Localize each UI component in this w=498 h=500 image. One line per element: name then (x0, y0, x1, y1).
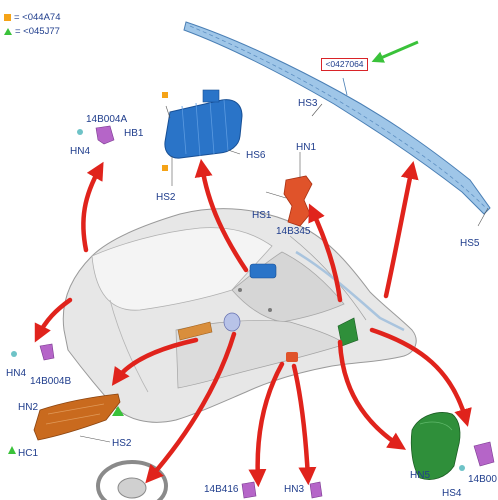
orange-marker-hs2 (162, 165, 168, 171)
label-hn4-top[interactable]: HN4 (70, 146, 91, 157)
legend-new-text: = <044A74 (14, 12, 61, 23)
label-14b004a[interactable]: 14B004A (86, 114, 128, 125)
label-hn5[interactable]: HN5 (410, 470, 431, 481)
arrow-to-steering-wheel (145, 331, 237, 484)
arrow-to-seat-airbag (337, 339, 407, 450)
vehicle-body (62, 208, 417, 423)
part-callout-box[interactable]: <0427064 (321, 58, 368, 71)
legend-row-superseded: = <045J77 (4, 26, 60, 37)
arrow-to-14b345 (308, 203, 343, 303)
seat-side-airbag (410, 412, 461, 480)
restraints-control-module (265, 152, 313, 227)
label-hs2-bottom[interactable]: HS2 (112, 438, 132, 449)
label-14b004b[interactable]: 14B004B (30, 376, 72, 387)
label-14b416[interactable]: 14B416 (204, 484, 239, 495)
arrow-to-14b00x (369, 327, 472, 427)
knee-airbag (33, 393, 124, 443)
green-marker-hc1 (8, 446, 16, 454)
arrow-to-14b004b (34, 297, 73, 343)
arrow-to-knee-airbag (111, 337, 199, 386)
legend-superseded-text: = <045J77 (15, 26, 60, 37)
label-hn3[interactable]: HN3 (284, 484, 305, 495)
label-14b00x[interactable]: 14B00 (468, 474, 497, 485)
label-hs1[interactable]: HS1 (252, 210, 272, 221)
label-hn1[interactable]: HN1 (296, 142, 317, 153)
relationship-arrows (34, 158, 472, 488)
label-hn2[interactable]: HN2 (18, 402, 39, 413)
curtain-airbag (183, 21, 491, 227)
label-hs2-top[interactable]: HS2 (156, 192, 176, 203)
callout-pointer-arrow (371, 40, 419, 63)
legend-row-new: = <044A74 (4, 12, 61, 23)
label-14b345[interactable]: 14B345 (276, 226, 311, 237)
green-triangle-icon (4, 28, 12, 35)
arrow-to-curtain (383, 160, 419, 299)
label-hs6[interactable]: HS6 (246, 150, 266, 161)
label-hs4[interactable]: HS4 (442, 488, 462, 499)
label-hn4-left[interactable]: HN4 (6, 368, 27, 379)
label-hb1[interactable]: HB1 (124, 128, 144, 139)
steering-wheel (96, 460, 168, 500)
arrow-to-14b416 (248, 361, 285, 488)
arrow-to-hn3 (291, 363, 317, 486)
passenger-airbag-module (164, 89, 243, 186)
arrow-to-14b004a (81, 161, 104, 253)
orange-marker-top (162, 92, 168, 98)
label-hc1[interactable]: HC1 (18, 448, 39, 459)
orange-square-icon (4, 14, 11, 21)
arrow-to-hs6-module (194, 158, 249, 273)
label-hs3[interactable]: HS3 (298, 98, 318, 109)
label-hs5[interactable]: HS5 (460, 238, 480, 249)
